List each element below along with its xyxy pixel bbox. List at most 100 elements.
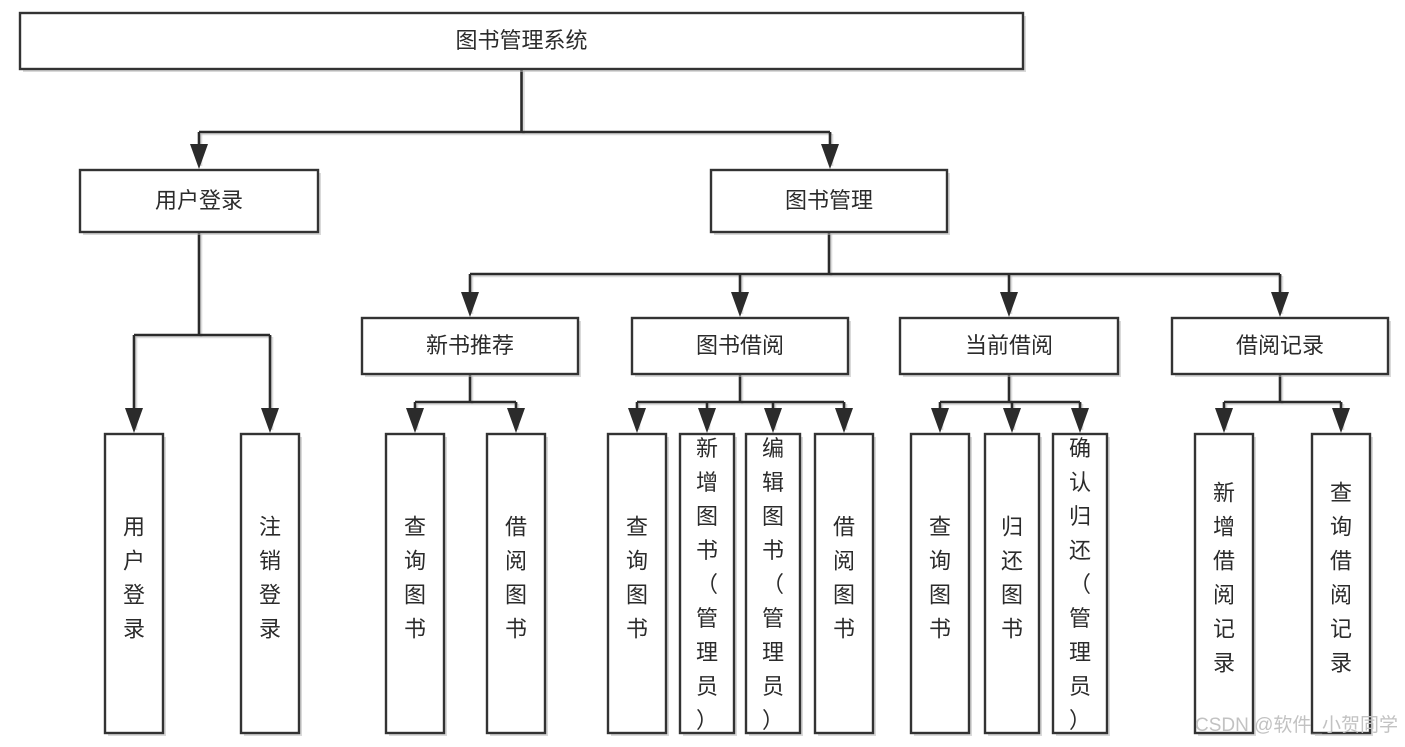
node-rect[interactable] (898, 316, 1120, 376)
node-rect[interactable] (103, 432, 165, 735)
node-label: 查询借阅记录 (1330, 481, 1352, 676)
connector-conn-bm-to-current (1000, 274, 1018, 317)
node-rect[interactable] (360, 316, 580, 376)
node-book-manage[interactable]: 图书管理 (709, 168, 950, 235)
connector-conn-ul-bar (134, 333, 272, 339)
node-rect[interactable] (813, 432, 875, 735)
node-label: 用户登录 (123, 515, 145, 642)
node-rect[interactable] (485, 432, 547, 735)
arrow-head-icon (821, 144, 839, 169)
node-label: 查询图书 (404, 515, 426, 642)
node-label: 编辑图书（管理员） (762, 436, 784, 733)
node-leaf-query-record[interactable]: 查询借阅记录 (1310, 432, 1373, 736)
node-user-login[interactable]: 用户登录 (78, 168, 321, 235)
node-label: 新书推荐 (426, 333, 514, 358)
connector-conn-bb-trunk (738, 374, 744, 404)
node-label: 查询图书 (929, 515, 951, 642)
node-rect[interactable] (606, 432, 668, 735)
node-rect[interactable] (78, 168, 320, 234)
connector-conn-bb-to-leaf2 (698, 402, 716, 433)
node-leaf-logout[interactable]: 注销登录 (239, 432, 302, 736)
connector-conn-bb-to-leaf3 (764, 402, 782, 433)
connector-conn-br-trunk (1278, 374, 1284, 404)
node-current-borrow[interactable]: 当前借阅 (898, 316, 1121, 377)
node-rect[interactable] (678, 432, 736, 735)
node-label: 借阅图书 (505, 515, 527, 642)
node-rect[interactable] (1193, 432, 1255, 735)
connector-conn-ul-to-leaf2 (261, 335, 279, 433)
node-rect[interactable] (909, 432, 971, 735)
arrow-head-icon (764, 408, 782, 433)
connector-conn-cb-to-leaf1 (931, 402, 949, 433)
connector-layer (125, 69, 1350, 433)
connector-conn-cb-to-leaf2 (1003, 402, 1021, 433)
node-rect[interactable] (1051, 432, 1109, 735)
node-layer: 图书管理系统用户登录图书管理新书推荐图书借阅当前借阅借阅记录用户登录注销登录查询… (18, 11, 1391, 736)
arrow-head-icon (1332, 408, 1350, 433)
arrow-head-icon (628, 408, 646, 433)
node-label: 借阅图书 (833, 515, 855, 642)
connector-conn-bm-to-newbook (461, 274, 479, 317)
connector-conn-br-to-leaf1 (1215, 402, 1233, 433)
connector-conn-root-to-user-login (190, 132, 208, 169)
connector-conn-br-to-leaf2 (1332, 402, 1350, 433)
arrow-head-icon (507, 408, 525, 433)
connector-conn-bm-bar (470, 272, 1282, 278)
node-leaf-add-record[interactable]: 新增借阅记录 (1193, 432, 1256, 736)
node-rect[interactable] (709, 168, 949, 234)
arrow-head-icon (731, 292, 749, 317)
node-leaf-query-book-2[interactable]: 查询图书 (606, 432, 669, 736)
node-leaf-query-book-3[interactable]: 查询图书 (909, 432, 972, 736)
connector-conn-bm-to-record (1271, 274, 1289, 317)
node-label: 注销登录 (259, 515, 281, 642)
arrow-head-icon (406, 408, 424, 433)
connector-conn-cb-trunk (1007, 374, 1013, 404)
arrow-head-icon (698, 408, 716, 433)
node-label: 图书管理系统 (455, 28, 587, 53)
connector-conn-root-bar (199, 130, 832, 136)
arrow-head-icon (1003, 408, 1021, 433)
node-label: 图书借阅 (696, 333, 784, 358)
arrow-head-icon (931, 408, 949, 433)
node-leaf-add-book[interactable]: 新增图书（管理员） (678, 432, 737, 736)
connector-conn-bb-bar (637, 400, 846, 406)
node-rect[interactable] (630, 316, 850, 376)
arrow-head-icon (125, 408, 143, 433)
node-rect[interactable] (744, 432, 802, 735)
node-leaf-return-book[interactable]: 归还图书 (983, 432, 1042, 736)
arrow-head-icon (190, 144, 208, 169)
node-leaf-confirm-return[interactable]: 确认归还（管理员） (1051, 432, 1110, 736)
arrow-head-icon (1215, 408, 1233, 433)
node-label: 查询图书 (626, 515, 648, 642)
connector-conn-bb-to-leaf4 (835, 402, 853, 433)
node-label: 确认归还（管理员） (1069, 436, 1091, 733)
node-rect[interactable] (1310, 432, 1372, 735)
node-leaf-borrow-book-1[interactable]: 借阅图书 (485, 432, 548, 736)
node-label: 当前借阅 (965, 333, 1053, 358)
connector-conn-nb-trunk (468, 374, 474, 404)
node-leaf-edit-book[interactable]: 编辑图书（管理员） (744, 432, 803, 736)
node-rect[interactable] (239, 432, 301, 735)
connector-conn-ul-to-leaf1 (125, 335, 143, 433)
connector-conn-bm-to-borrow (731, 274, 749, 317)
node-book-borrow[interactable]: 图书借阅 (630, 316, 851, 377)
connector-conn-ul-trunk (197, 232, 203, 337)
node-label: 图书管理 (785, 188, 873, 213)
node-root[interactable]: 图书管理系统 (18, 11, 1026, 72)
node-leaf-borrow-book-2[interactable]: 借阅图书 (813, 432, 876, 736)
connector-conn-cb-to-leaf3 (1071, 402, 1089, 433)
node-new-book-recommend[interactable]: 新书推荐 (360, 316, 581, 377)
node-leaf-query-book-1[interactable]: 查询图书 (384, 432, 447, 736)
connector-conn-bb-to-leaf1 (628, 402, 646, 433)
node-rect[interactable] (983, 432, 1041, 735)
node-rect[interactable] (1170, 316, 1390, 376)
node-borrow-record[interactable]: 借阅记录 (1170, 316, 1391, 377)
node-rect[interactable] (18, 11, 1025, 71)
connector-conn-nb-bar (415, 400, 518, 406)
node-leaf-user-login[interactable]: 用户登录 (103, 432, 166, 736)
node-label: 新增图书（管理员） (696, 436, 718, 733)
node-label: 新增借阅记录 (1213, 481, 1235, 676)
node-rect[interactable] (384, 432, 446, 735)
